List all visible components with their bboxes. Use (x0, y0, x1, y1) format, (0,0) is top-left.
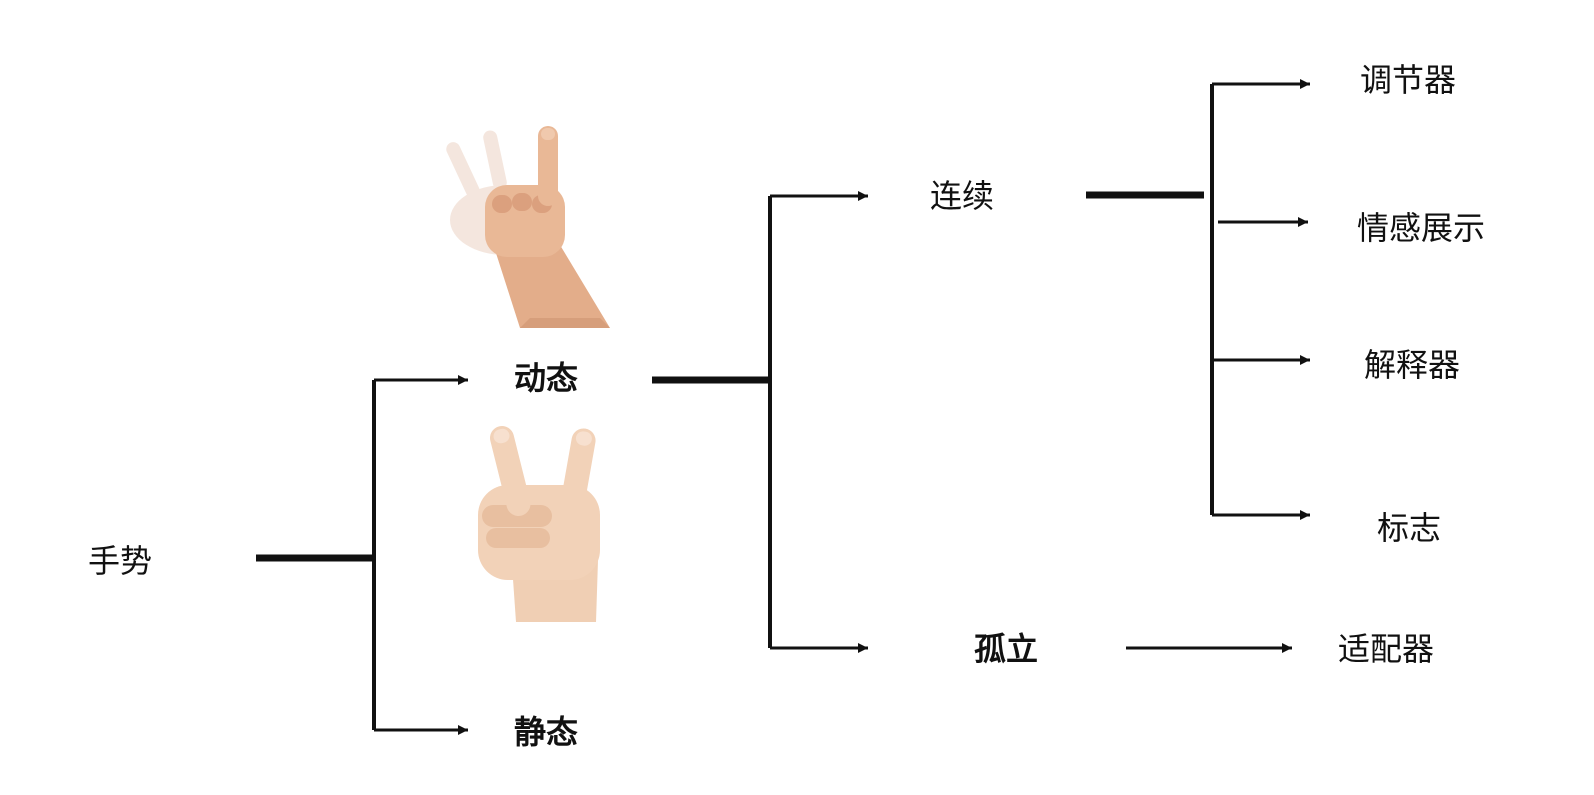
node-illustrator: 解释器 (1364, 346, 1461, 384)
node-root: 手势 (88, 542, 153, 580)
node-emblem: 标志 (1377, 509, 1442, 547)
static-hand-image (478, 425, 600, 622)
node-affect-display: 情感展示 (1357, 209, 1486, 247)
node-adaptor: 适配器 (1338, 630, 1435, 668)
node-regulator: 调节器 (1360, 61, 1457, 99)
node-isolated: 孤立 (974, 630, 1039, 668)
node-static: 静态 (514, 713, 579, 751)
dynamic-hand-image (446, 126, 610, 328)
node-continuous: 连续 (930, 177, 995, 215)
node-dynamic: 动态 (514, 359, 579, 397)
